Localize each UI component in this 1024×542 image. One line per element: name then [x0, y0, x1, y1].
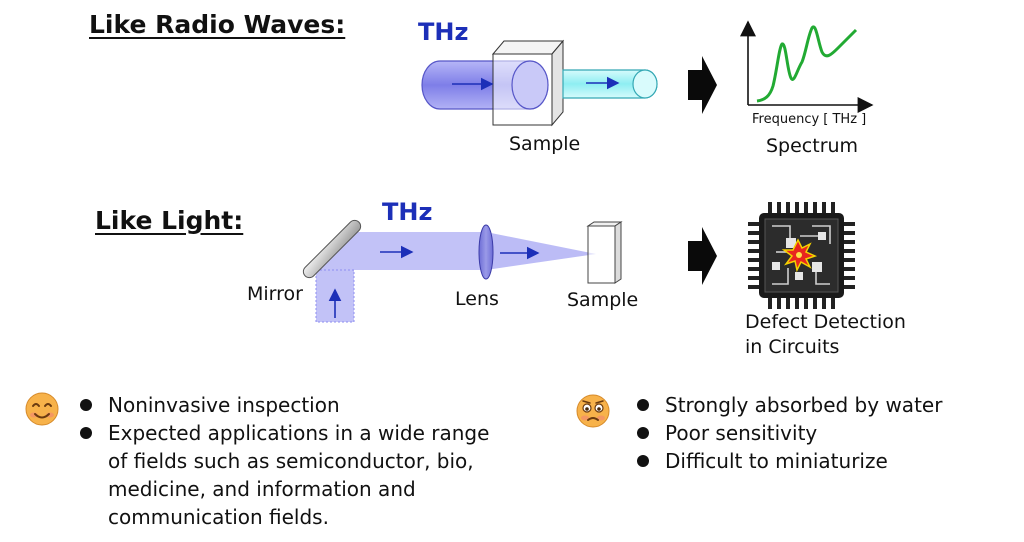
pro-item-text: communication fields. [108, 505, 329, 529]
pro-item-text: medicine, and information and [108, 477, 416, 501]
bullet-dot [80, 427, 92, 439]
con-item-text: Difficult to miniaturize [665, 449, 888, 473]
light-beam-diagram [302, 219, 623, 323]
transmitted-beam-end [632, 69, 658, 99]
list-item: Strongly absorbed by water [637, 391, 1017, 419]
focused-beam [486, 232, 596, 270]
mirror [302, 219, 362, 279]
list-item-continuation: of fields such as semiconductor, bio, [80, 447, 550, 475]
radio-beam-diagram [421, 39, 658, 127]
list-item: Expected applications in a wide range [80, 419, 550, 447]
radio-waves-heading: Like Radio Waves: [89, 10, 346, 39]
light-thz-label: THz [382, 198, 433, 226]
pros-list: Noninvasive inspection Expected applicat… [80, 391, 550, 531]
spectrum-label: Spectrum [766, 135, 859, 157]
radio-sample-label: Sample [509, 133, 581, 155]
smiling-face-icon [25, 392, 59, 426]
circuit-chip-icon [748, 202, 855, 309]
result-arrow-2 [688, 227, 717, 285]
lens-label: Lens [455, 288, 499, 310]
in-circuits-label: in Circuits [745, 336, 840, 358]
list-item: Difficult to miniaturize [637, 447, 1017, 475]
pro-item-text: of fields such as semiconductor, bio, [108, 449, 474, 473]
con-item-text: Poor sensitivity [665, 421, 818, 445]
list-item-continuation: communication fields. [80, 503, 550, 531]
mirror-label: Mirror [247, 283, 303, 305]
con-item-text: Strongly absorbed by water [665, 393, 943, 417]
result-arrow-1 [688, 56, 717, 114]
lens [478, 224, 494, 280]
light-sample-label: Sample [567, 289, 639, 311]
radio-thz-label: THz [418, 18, 469, 46]
beam-end-cap [511, 60, 549, 110]
bullet-dot [637, 427, 649, 439]
light-sample-plate [586, 221, 623, 284]
pro-item-text: Expected applications in a wide range [108, 421, 490, 445]
frequency-axis-label: Frequency [ THz ] [752, 112, 867, 127]
pro-item-text: Noninvasive inspection [108, 393, 340, 417]
list-item: Noninvasive inspection [80, 391, 550, 419]
bullet-dot [637, 455, 649, 467]
spectrum-curve [756, 25, 858, 103]
like-light-heading: Like Light: [95, 206, 244, 235]
spectrum-graph [740, 20, 874, 113]
bullet-dot [80, 399, 92, 411]
worried-face-icon [576, 394, 610, 428]
bullet-dot [637, 399, 649, 411]
cons-list: Strongly absorbed by water Poor sensitiv… [637, 391, 1017, 475]
list-item: Poor sensitivity [637, 419, 1017, 447]
defect-detection-label: Defect Detection [745, 311, 906, 333]
list-item-continuation: medicine, and information and [80, 475, 550, 503]
